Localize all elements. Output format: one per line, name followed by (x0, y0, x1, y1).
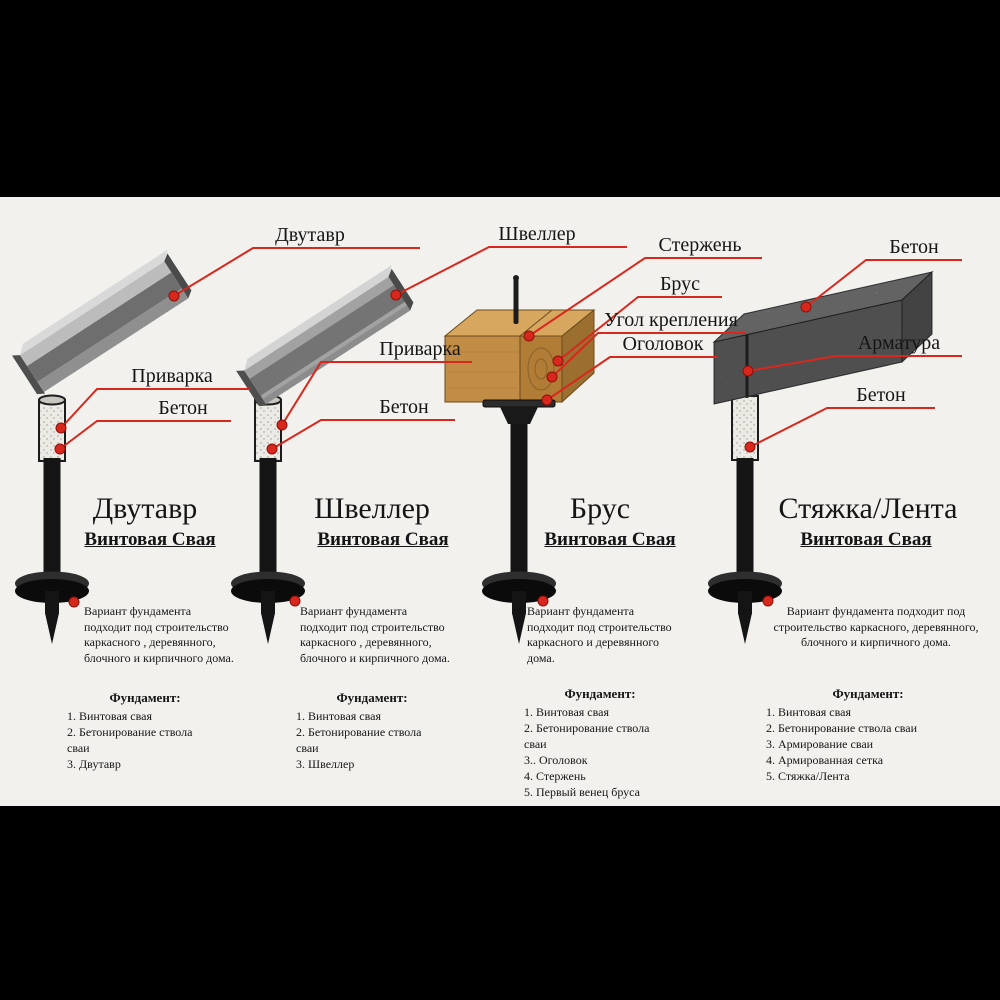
list-item: 3. Армирование сваи (766, 737, 874, 751)
pile4-tip (738, 613, 752, 644)
list-item: 1. Винтовая свая (524, 705, 609, 719)
screw-pile-3 (482, 416, 556, 644)
callout-weld-1: Приварка (131, 365, 213, 387)
list-item: 2. Бетонирование ствола сваи (296, 725, 422, 755)
timber-beam-illustration (443, 275, 596, 424)
callout-timber: Брус (659, 273, 701, 295)
column1-description: Вариант фундамента подходит под строител… (84, 604, 234, 665)
channel-beam-illustration (236, 265, 414, 407)
callout-rebar: Арматура (857, 332, 941, 354)
list-item: 2. Бетонирование ствола сваи (524, 721, 650, 751)
callout-ibeam: Двутавр (275, 224, 345, 246)
column3-foundation-heading: Фундамент: (564, 686, 636, 701)
screw-pile-1 (15, 394, 89, 644)
pile1-pipe-top (38, 394, 66, 406)
callout-angle-bracket: Угол крепления (604, 309, 738, 331)
column2-foundation-list: 1. Винтовая свая 2. Бетонирование ствола… (296, 708, 436, 772)
list-item: 3. Двутавр (67, 757, 121, 771)
column2-foundation-heading: Фундамент: (336, 690, 408, 705)
pile4-shaft (736, 458, 754, 586)
column4-foundation-heading: Фундамент: (832, 686, 904, 701)
column3-title: Брус (569, 492, 631, 525)
list-item: 2. Бетонирование ствола сваи (766, 721, 918, 735)
pile2-tip (261, 613, 275, 644)
callout-concrete-top: Бетон (889, 236, 939, 258)
list-item: 1. Винтовая свая (296, 709, 381, 723)
column1-subtitle: Винтовая Свая (84, 529, 216, 550)
pile3-shaft (510, 416, 528, 586)
pile2-shaft (259, 458, 277, 586)
callout-weld-2: Приварка (379, 338, 461, 360)
list-item: 1. Винтовая свая (67, 709, 152, 723)
pile3-tip (512, 613, 526, 644)
column4-foundation-list: 1. Винтовая свая 2. Бетонирование ствола… (766, 704, 976, 784)
column2-subtitle: Винтовая Свая (317, 529, 449, 550)
callout-concrete-2: Бетон (379, 396, 429, 418)
column3-foundation-list: 1. Винтовая свая 2. Бетонирование ствола… (524, 704, 674, 800)
list-item: 4. Стержень (524, 769, 586, 783)
list-item: 1. Винтовая свая (766, 705, 851, 719)
column3-subtitle: Винтовая Свая (544, 529, 676, 550)
leader-dots (54, 289, 812, 608)
callout-concrete-1: Бетон (158, 397, 208, 419)
callout-channel: Швеллер (498, 223, 576, 245)
pile1-tip (45, 613, 59, 644)
callout-pile-cap: Оголовок (622, 333, 704, 355)
list-item: 2. Бетонирование ствола сваи (67, 725, 193, 755)
column2-title: Швеллер (314, 492, 430, 525)
column1-foundation-heading: Фундамент: (109, 690, 181, 705)
list-item: 3. Швеллер (296, 757, 355, 771)
column2-description: Вариант фундамента подходит под строител… (300, 604, 450, 665)
i-beam-illustration (11, 249, 192, 395)
tie-rod (513, 278, 519, 324)
callout-rod: Стержень (658, 234, 742, 256)
column1-title: Двутавр (92, 492, 198, 525)
list-item: 5. Первый венец бруса (524, 785, 640, 799)
list-item: 5. Стяжка/Лента (766, 769, 850, 783)
column4-title: Стяжка/Лента (778, 492, 958, 525)
pile1-shaft (43, 458, 61, 586)
leader-lines (59, 246, 962, 450)
pile-cap-cone (500, 407, 538, 424)
top-black-bar (0, 0, 1000, 197)
column1-foundation-list: 1. Винтовая свая 2. Бетонирование ствола… (67, 708, 207, 772)
column4-description: Вариант фундамента подходит под строител… (773, 604, 979, 649)
column3-description: Вариант фундамента подходит под строител… (527, 604, 672, 665)
bottom-black-bar (0, 806, 1000, 1000)
screw-pile-4 (708, 395, 782, 644)
column4-subtitle: Винтовая Свая (800, 529, 932, 550)
list-item: 3.. Оголовок (524, 753, 588, 767)
list-item: 4. Армированная сетка (766, 753, 884, 767)
callout-concrete-pile: Бетон (856, 384, 906, 406)
